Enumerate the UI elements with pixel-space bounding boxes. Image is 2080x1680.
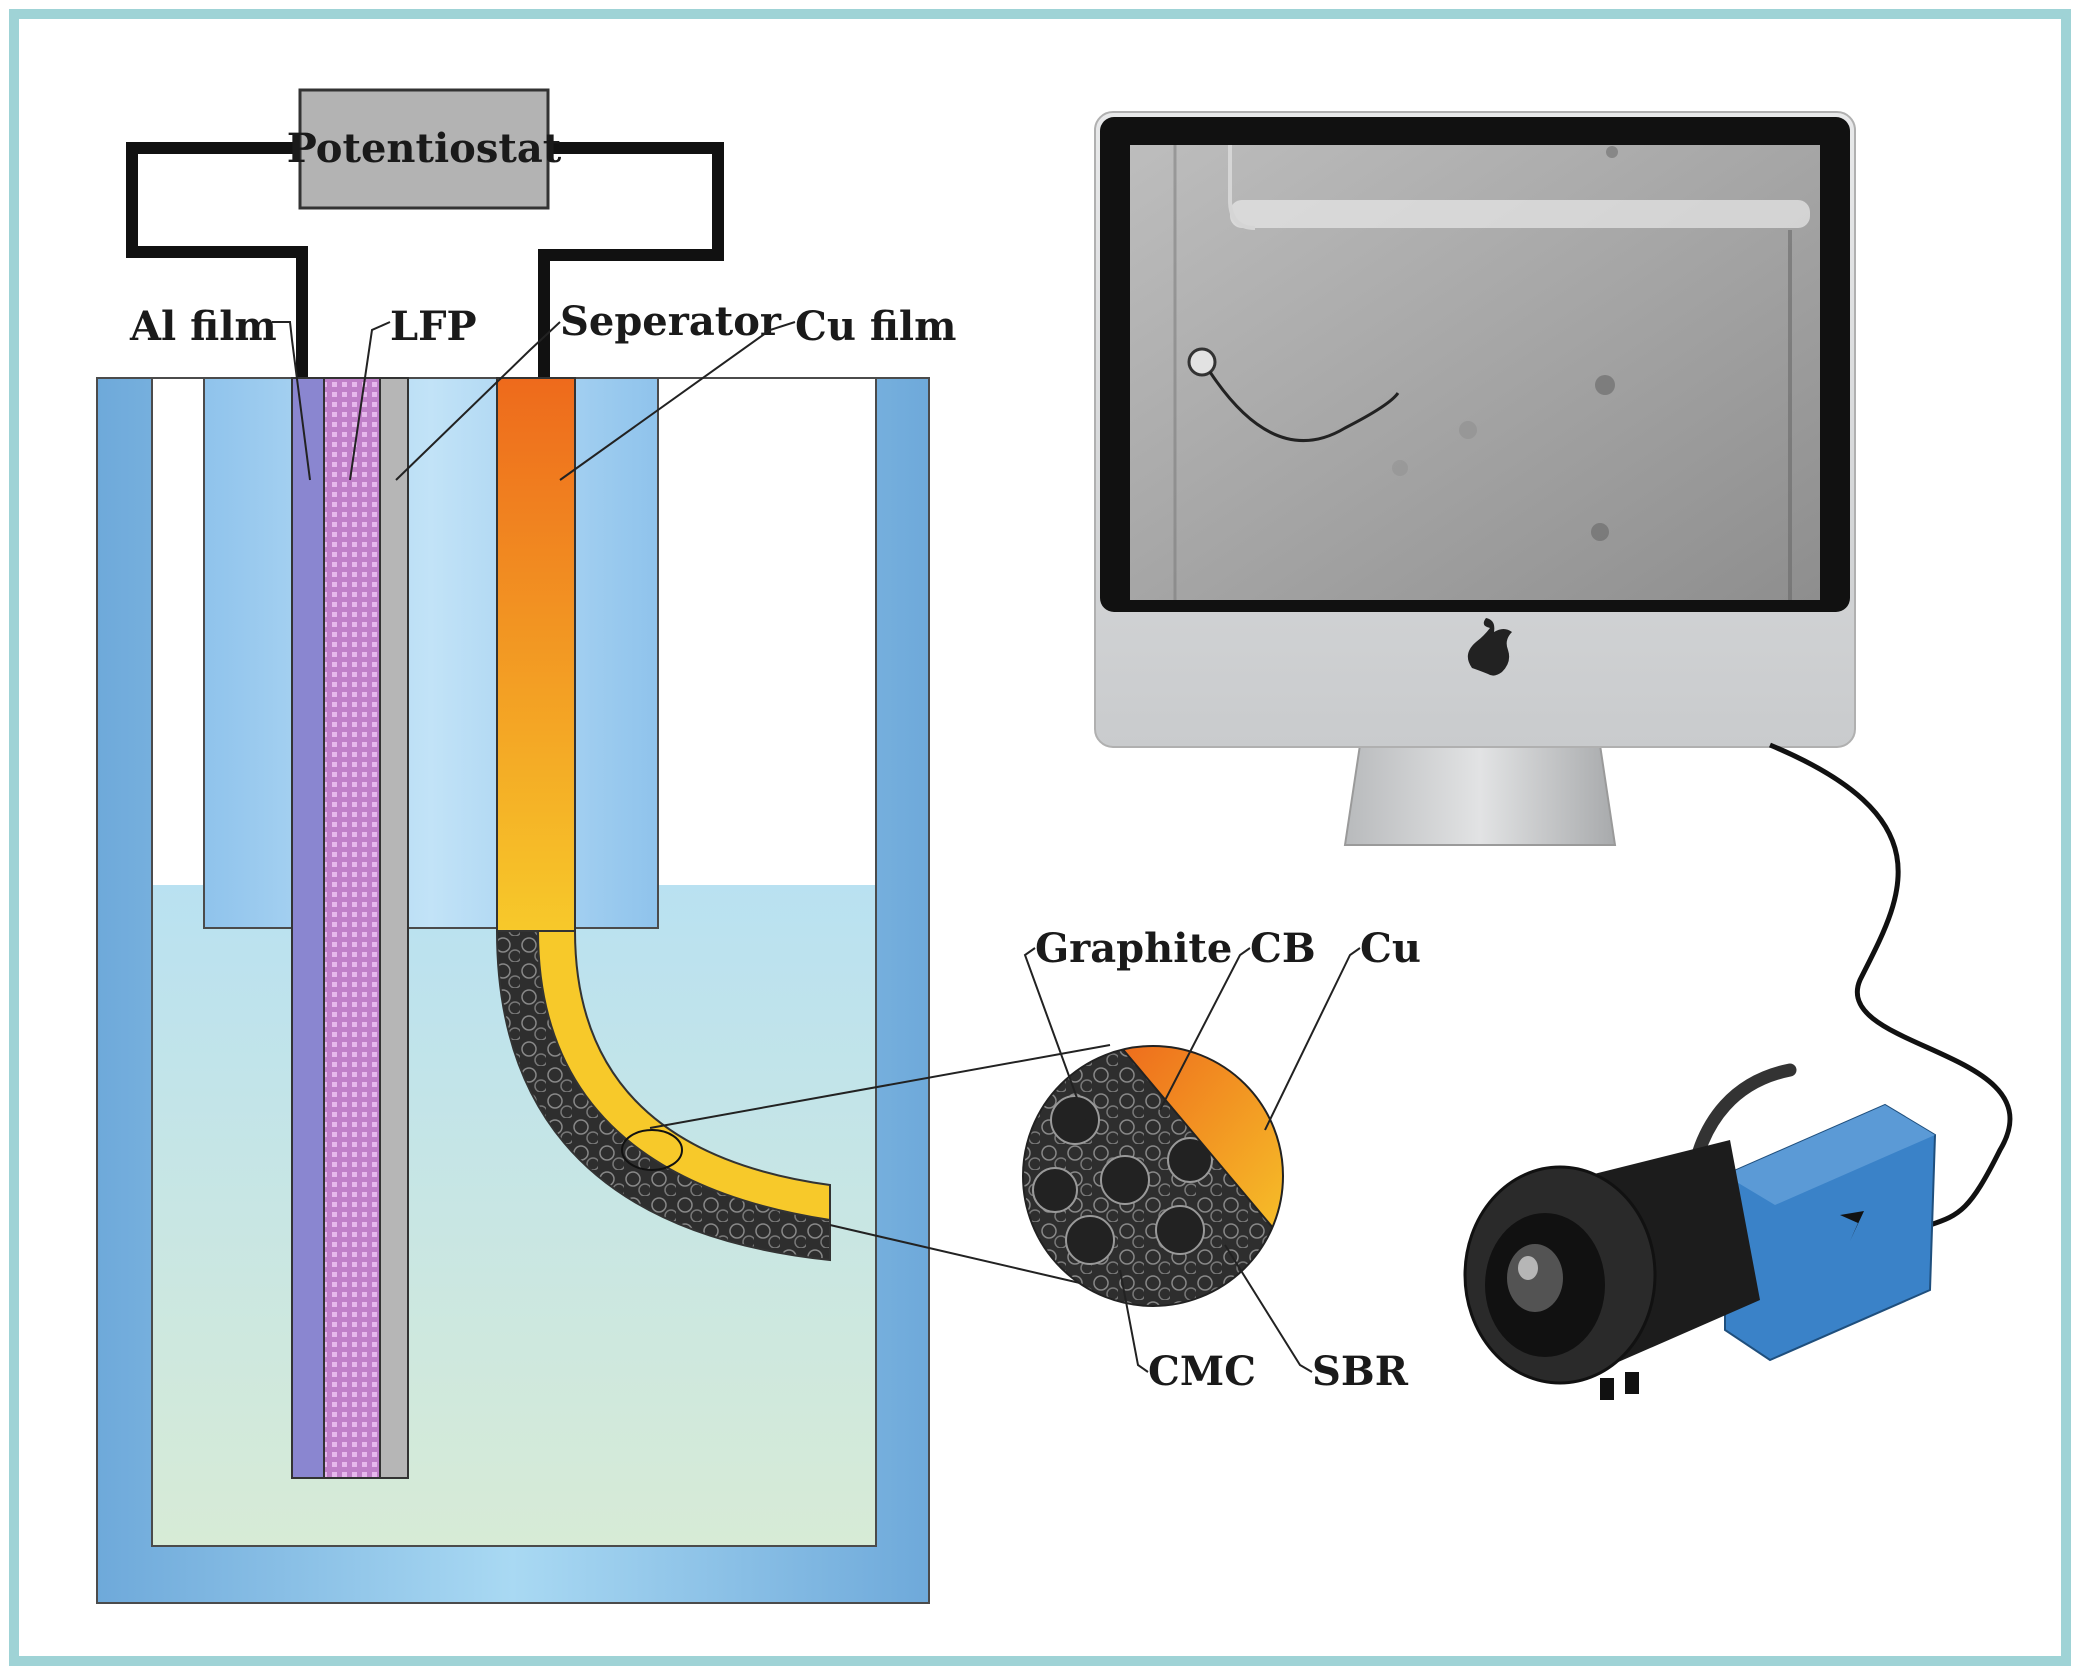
- potentiostat-box: [298, 88, 550, 210]
- sbr-label: SBR: [1312, 1348, 1409, 1395]
- monitor-screen: [1130, 145, 1820, 600]
- lfp-leader: [349, 321, 391, 481]
- al-film-leader: [272, 321, 311, 481]
- cu-leader: [1264, 947, 1361, 1131]
- cu-film-bent: [536, 930, 831, 1222]
- graphite-leader: [1023, 947, 1086, 1121]
- cu-film: [496, 377, 576, 932]
- zoom-circle-outline: [1022, 1045, 1284, 1307]
- electrode-holder: [203, 377, 659, 929]
- cmc-leader: [1119, 1269, 1149, 1373]
- separator-leader: [395, 321, 561, 481]
- cmc-label: CMC: [1148, 1348, 1256, 1395]
- zoom-line-bottom: [829, 1224, 1111, 1291]
- cu-label: Cu: [1360, 925, 1421, 972]
- lfp-layer: [323, 377, 381, 1479]
- potentiostat-wiring: Potentiostat: [126, 88, 724, 378]
- potentiostat-label: Potentiostat: [287, 125, 562, 172]
- zoom-circle: [1022, 1045, 1284, 1307]
- al-film-label: Al film: [129, 303, 277, 350]
- cb-leader: [1159, 947, 1251, 1111]
- right-wire: [538, 142, 724, 378]
- separator-label: Seperator: [560, 298, 782, 345]
- electrode-labels: Al film LFP Seperator Cu film: [129, 298, 956, 481]
- graphite-label: Graphite: [1035, 925, 1232, 972]
- monitor-stand: [1343, 744, 1617, 846]
- beaker: [96, 377, 930, 1604]
- left-wire: [126, 142, 308, 378]
- camera-body-top: [1725, 1105, 1935, 1205]
- camera-cable: [1769, 742, 2013, 1228]
- monitor: [1094, 111, 1856, 846]
- separator-layer: [379, 377, 409, 1479]
- material-labels: Graphite CB Cu CMC SBR: [1023, 925, 1421, 1395]
- cu-film-label: Cu film: [795, 303, 956, 350]
- camera-lens-highlight: [1518, 1256, 1538, 1280]
- cb-label: CB: [1250, 925, 1316, 972]
- camera-screw-left: [1600, 1378, 1614, 1400]
- cu-film-leader: [559, 321, 796, 481]
- al-film: [291, 377, 325, 1479]
- camera: [1463, 1063, 1937, 1400]
- zoom-origin-marker: [621, 1129, 683, 1171]
- sbr-leader: [1224, 1244, 1313, 1373]
- camera-screw-right: [1625, 1372, 1639, 1394]
- zoom-line-top: [649, 1044, 1111, 1129]
- camera-brand-icon: [1840, 1211, 1864, 1241]
- camera-lens-glass: [1507, 1244, 1563, 1312]
- lfp-label: LFP: [390, 303, 477, 350]
- apple-logo-icon: [1467, 618, 1512, 676]
